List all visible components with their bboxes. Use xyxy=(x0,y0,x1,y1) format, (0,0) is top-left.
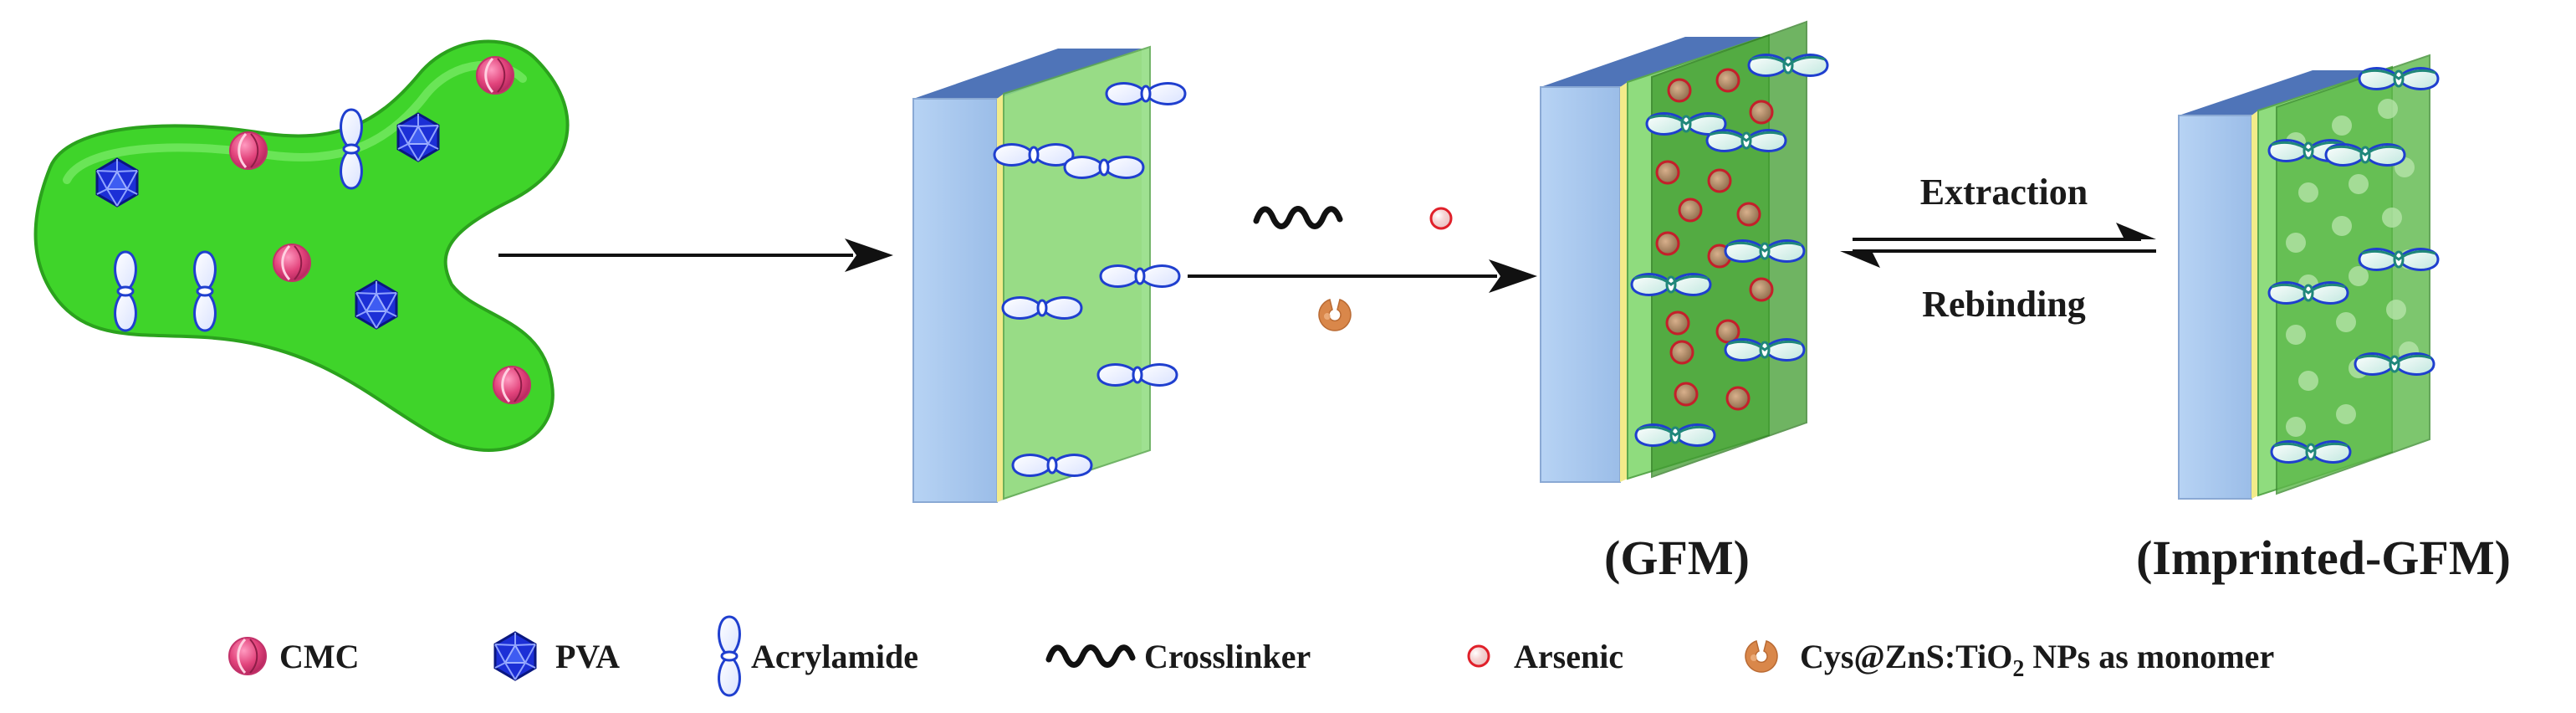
arrow-to-coating xyxy=(498,239,893,272)
acrylamide-molecule xyxy=(193,250,217,332)
gel-blob xyxy=(33,39,570,452)
pva-molecule xyxy=(95,157,139,208)
extraction-rebinding-arrows: Extraction Rebinding xyxy=(1840,172,2156,325)
imprinted-gfm-substrate xyxy=(2178,54,2440,500)
arsenic-ion xyxy=(1715,68,1740,93)
arsenic-legend-icon xyxy=(1467,644,1490,668)
imprint-cavity xyxy=(2286,233,2306,253)
monomer-np xyxy=(1318,299,1352,331)
arsenic-ion xyxy=(1736,202,1761,227)
legend-pva-label: PVA xyxy=(555,638,620,675)
acrylamide-molecule xyxy=(1724,239,1806,263)
acrylamide-molecule xyxy=(1724,338,1806,362)
arsenic-ion xyxy=(1749,100,1774,125)
legend-cmc-label: CMC xyxy=(279,638,360,675)
imprint-cavity xyxy=(2332,115,2352,136)
acrylamide-legend-icon xyxy=(718,615,741,697)
acrylamide-molecule xyxy=(1063,156,1145,179)
arsenic-ion xyxy=(1429,207,1453,230)
imprint-cavity xyxy=(2298,182,2318,203)
imprinted-gfm-label: (Imprinted-GFM) xyxy=(2136,531,2511,585)
arsenic-ion xyxy=(1707,168,1732,193)
arsenic-ion xyxy=(1655,160,1680,185)
imprint-cavity xyxy=(2298,371,2318,391)
acrylamide-molecule xyxy=(1634,423,1716,447)
arsenic-ion xyxy=(1678,197,1703,223)
imprint-cavity xyxy=(2336,404,2356,424)
cmc-legend-icon xyxy=(227,636,268,676)
imprint-cavity xyxy=(2349,266,2369,286)
acrylamide-molecule xyxy=(2358,67,2440,90)
rebinding-label: Rebinding xyxy=(1922,284,2086,325)
acrylamide-molecule xyxy=(1001,296,1083,320)
acrylamide-molecule xyxy=(2267,281,2349,305)
imprint-cavity xyxy=(2349,174,2369,194)
imprint-cavity xyxy=(2286,417,2306,437)
legend-crosslinker-label: Crosslinker xyxy=(1144,638,1311,675)
acrylamide-molecule xyxy=(1747,54,1829,77)
imprint-cavity xyxy=(2386,300,2406,320)
cmc-molecule xyxy=(492,365,532,405)
acrylamide-molecule xyxy=(1099,264,1181,288)
arsenic-ion xyxy=(1725,386,1751,411)
monomer-legend-icon xyxy=(1745,640,1778,673)
acrylamide-molecule xyxy=(1705,129,1787,152)
acrylamide-molecule xyxy=(1011,454,1093,477)
glass-slab xyxy=(1540,86,1621,483)
cmc-molecule xyxy=(475,55,515,95)
imprint-cavity xyxy=(2378,99,2398,119)
arsenic-ion xyxy=(1669,340,1694,365)
legend-arsenic-label: Arsenic xyxy=(1514,638,1623,675)
monomer-suffix: NPs as monomer xyxy=(2024,638,2274,675)
acrylamide-molecule xyxy=(2358,248,2440,271)
pva-molecule xyxy=(355,280,398,330)
imprint-cavity xyxy=(2332,216,2352,236)
pva-legend-icon xyxy=(493,631,537,681)
imprint-cavity xyxy=(2336,312,2356,332)
crosslinker-icon xyxy=(1256,209,1340,227)
coated-substrate xyxy=(912,45,1187,503)
extraction-label: Extraction xyxy=(1920,172,2088,213)
imprint-cavity xyxy=(2382,208,2402,228)
acrylamide-molecule xyxy=(1630,273,1712,296)
imprint-cavity xyxy=(2286,325,2306,345)
legend-monomer-label: Cys@ZnS:TiO2 NPs as monomer xyxy=(1800,638,2274,682)
arsenic-ion xyxy=(1674,382,1699,407)
gfm-substrate xyxy=(1540,20,1829,483)
glass-slab xyxy=(912,98,998,503)
acrylamide-molecule xyxy=(114,250,137,332)
acrylamide-molecule xyxy=(2270,440,2352,464)
gfm-label: (GFM) xyxy=(1604,531,1750,585)
acrylamide-molecule xyxy=(1105,82,1187,105)
arsenic-ion xyxy=(1665,310,1690,336)
pva-molecule xyxy=(396,112,440,162)
hydrogel-mixture xyxy=(33,39,570,452)
arsenic-ion xyxy=(1749,277,1774,302)
cmc-molecule xyxy=(228,131,268,171)
arsenic-ion xyxy=(1655,231,1680,256)
crosslinker-legend-icon xyxy=(1049,648,1132,665)
legend: CMC PVA Acrylamide Crosslinker Arsenic C… xyxy=(227,615,2274,697)
arsenic-ion xyxy=(1667,78,1692,103)
acrylamide-molecule xyxy=(2324,143,2406,167)
legend-acrylamide-label: Acrylamide xyxy=(751,638,918,675)
acrylamide-molecule xyxy=(340,108,363,190)
acrylamide-molecule xyxy=(2354,352,2435,376)
glass-slab xyxy=(2178,115,2252,500)
arrow-to-gfm xyxy=(1188,208,1537,331)
acrylamide-molecule xyxy=(1096,363,1178,387)
acrylamide-molecule xyxy=(993,143,1075,167)
cmc-molecule xyxy=(272,243,312,283)
monomer-subscript: 2 xyxy=(2012,656,2024,682)
monomer-name: Cys@ZnS:TiO xyxy=(1800,638,2012,675)
